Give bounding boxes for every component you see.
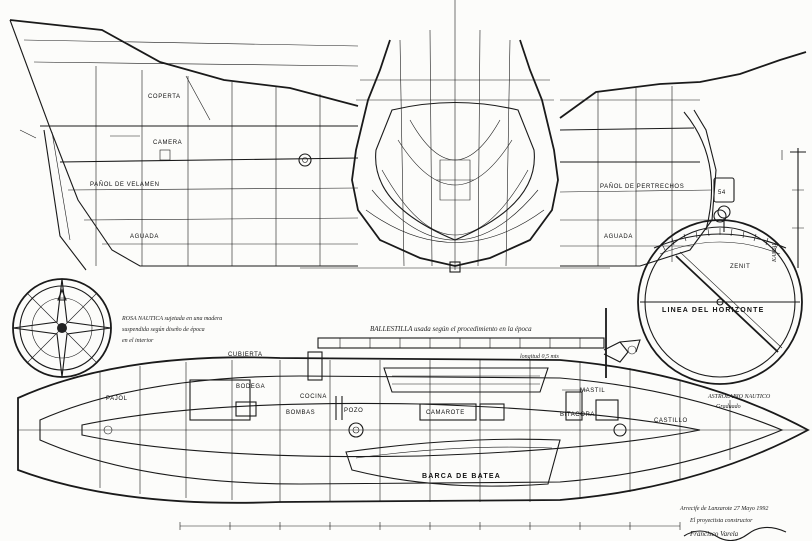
ballestilla-caption: BALLESTILLA usada según el procedimiento…: [370, 325, 532, 333]
label-barca: BARCA DE BATEA: [422, 473, 501, 480]
label-castillo: CASTILLO: [654, 418, 688, 424]
label-camera: CAMERA: [153, 140, 182, 146]
astrolabe-zenith-label: ZENIT: [730, 264, 750, 270]
astrolabe-horizon-label: LINEA DEL HORIZONTE: [662, 307, 765, 314]
label-bodega: BODEGA: [236, 384, 265, 390]
label-pajol: PAJOL: [106, 396, 128, 402]
signature-line-2: El proyectista constructor: [689, 518, 753, 524]
signature-name: Francisco Varela: [689, 530, 739, 538]
hull-profile-left: [9, 19, 359, 271]
hull-body-section: [300, 0, 610, 273]
svg-text:54: 54: [718, 190, 726, 196]
astrolabe-caption-2: Graduado: [716, 404, 741, 410]
label-mastil: MASTIL: [580, 388, 605, 394]
label-pozo: POZO: [344, 408, 363, 414]
label-aguada-right: AGUADA: [604, 234, 633, 240]
hull-profile-right: [559, 51, 807, 267]
kamal-instrument: 54: [713, 148, 806, 268]
astrolabe-instrument: [637, 209, 803, 385]
compass-caption-2: suspendida según diseño de época: [122, 327, 205, 333]
label-bitacora: BITACORA: [560, 412, 595, 418]
astrolabe-caption-1: ASTROLABIO NAUTICO: [707, 394, 771, 400]
label-cubierta: CUBIERTA: [228, 352, 263, 358]
label-paniol-left: PAÑOL DE VELAMEN: [90, 181, 160, 188]
ballestilla-instrument: [317, 308, 641, 378]
compass-caption-3: en el interior: [122, 338, 154, 344]
label-paniol-right: PAÑOL DE PERTRECHOS: [600, 183, 684, 190]
signature-line-1: Arrecife de Lanzarote 27 Mayo 1992: [679, 505, 768, 512]
label-camarote: CAMAROTE: [426, 410, 465, 416]
label-coperta: COPERTA: [148, 94, 181, 100]
label-aguada-left: AGUADA: [130, 234, 159, 240]
scale-note: longitud 0,5 mts: [520, 354, 560, 360]
compass-rose: [12, 278, 112, 378]
label-cocina: COCINA: [300, 394, 327, 400]
compass-caption-1: ROSA NAUTICA sujetada en una madera: [121, 316, 222, 322]
label-bombas: BOMBAS: [286, 410, 315, 416]
deck-plan: [17, 351, 810, 530]
